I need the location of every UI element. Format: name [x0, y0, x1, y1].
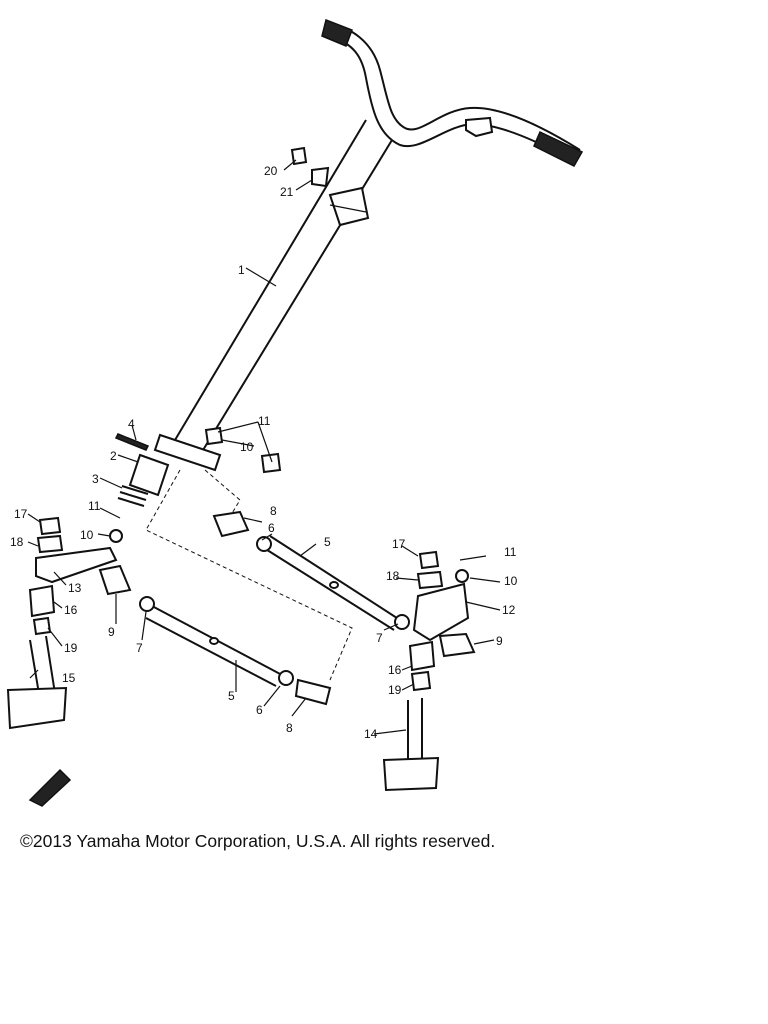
- callout-3: 3: [92, 472, 99, 486]
- callout-10-left: 10: [80, 528, 94, 542]
- callout-20: 20: [264, 164, 278, 178]
- callout-10-right: 10: [504, 574, 518, 588]
- callout-18-left: 18: [10, 535, 24, 549]
- callout-11-left: 11: [88, 499, 101, 513]
- callout-19-right: 19: [388, 683, 402, 697]
- callout-15: 15: [62, 671, 76, 685]
- callout-11-right: 11: [504, 545, 517, 559]
- rod-ends: [98, 510, 476, 706]
- callout-5-upper: 5: [324, 535, 331, 549]
- callout-17-right: 17: [392, 537, 406, 551]
- callout-2: 2: [110, 449, 117, 463]
- right-spindle: [382, 550, 470, 792]
- callout-7-right: 7: [376, 631, 383, 645]
- callout-8-upper: 8: [270, 504, 277, 518]
- manufacturer-logo: [28, 768, 72, 807]
- callout-7-left: 7: [136, 641, 143, 655]
- callout-16-left: 16: [64, 603, 78, 617]
- callout-21: 21: [280, 185, 294, 199]
- callout-labels: 1 2 3 4 20 21 11 10 17 18 10 11 13 16 19…: [10, 164, 518, 741]
- callout-1: 1: [238, 263, 245, 277]
- left-spindle: [6, 516, 123, 730]
- callout-16-right: 16: [388, 663, 402, 677]
- bolt-20-21: [290, 146, 330, 188]
- callout-6-upper: 6: [268, 521, 275, 535]
- callout-8-lower: 8: [286, 721, 293, 735]
- column-bracket: [114, 433, 222, 507]
- callout-17-left: 17: [14, 507, 28, 521]
- callout-13: 13: [68, 581, 82, 595]
- callout-19-left: 19: [64, 641, 78, 655]
- copyright-notice: ©2013 Yamaha Motor Corporation, U.S.A. A…: [20, 831, 496, 851]
- handlebar: [321, 18, 584, 167]
- callout-11-upper: 11: [258, 414, 271, 428]
- callout-4: 4: [128, 417, 135, 431]
- callout-12: 12: [502, 603, 516, 617]
- leader-lines: [27, 159, 501, 735]
- guide-line: [145, 469, 353, 681]
- tie-rod-upper: [263, 535, 401, 631]
- steering-parts-diagram: 1 2 3 4 20 21 11 10 17 18 10 11 13 16 19…: [6, 18, 584, 807]
- callout-10-upper: 10: [240, 440, 254, 454]
- callout-6-lower: 6: [256, 703, 263, 717]
- callout-5-lower: 5: [228, 689, 235, 703]
- callout-18-right: 18: [386, 569, 400, 583]
- callout-9-right: 9: [496, 634, 503, 648]
- tie-rod-lower: [145, 605, 283, 687]
- guide-line: [204, 469, 241, 521]
- callout-9-left: 9: [108, 625, 115, 639]
- callout-14: 14: [364, 727, 378, 741]
- steering-column: [174, 119, 393, 456]
